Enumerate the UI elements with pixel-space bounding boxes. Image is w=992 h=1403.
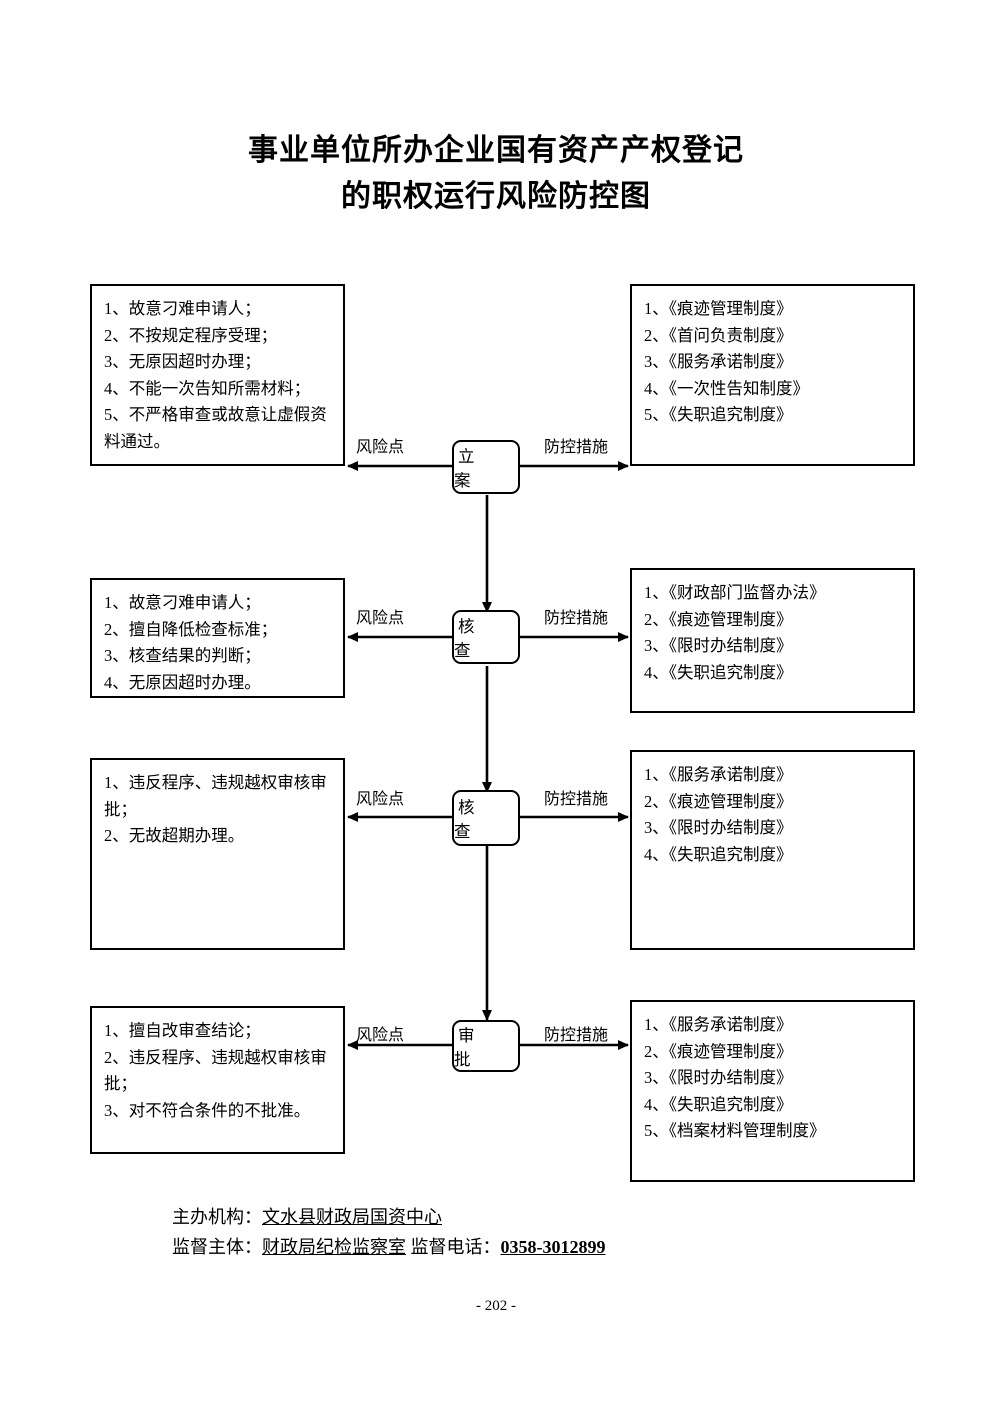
footer-supervisor-value: 财政局纪检监察室 — [262, 1237, 406, 1257]
title-line-1: 事业单位所办企业国有资产产权登记 — [248, 134, 744, 167]
connector-label-control-row-4: 防控措施 — [544, 1027, 609, 1044]
title-line-2: 的职权运行风险防控图 — [341, 180, 651, 213]
connector-label-risk-row-2: 风险点 — [356, 610, 405, 627]
footer-org-value: 文水县财政局国资中心 — [262, 1207, 442, 1227]
control-list-row-2: 1、《财政部门监督办法》 2、《痕迹管理制度》 3、《限时办结制度》 4、《失职… — [644, 583, 826, 682]
connector-label-risk-row-4: 风险点 — [356, 1027, 405, 1044]
page-title: 事业单位所办企业国有资产产权登记 的职权运行风险防控图 — [0, 128, 992, 220]
control-list-row-3: 1、《服务承诺制度》 2、《痕迹管理制度》 3、《限时办结制度》 4、《失职追究… — [644, 765, 793, 864]
control-box-row-3: 1、《服务承诺制度》 2、《痕迹管理制度》 3、《限时办结制度》 4、《失职追究… — [630, 750, 915, 950]
process-node-verification-1-label: 核 查 — [454, 617, 499, 660]
connector-label-risk-row-3: 风险点 — [356, 791, 405, 808]
footer-supervisor-row: 监督主体：财政局纪检监察室 监督电话：0358-3012899 — [172, 1232, 606, 1262]
connector-label-risk-row-1: 风险点 — [356, 439, 405, 456]
process-node-approval[interactable]: 审 批 — [452, 1020, 520, 1072]
footer-supervisor-label: 监督主体： — [172, 1237, 262, 1257]
risk-list-row-1: 1、故意刁难申请人； 2、不按规定程序受理； 3、无原因超时办理； 4、不能一次… — [104, 299, 327, 451]
connector-label-control-row-2: 防控措施 — [544, 610, 609, 627]
page-number: - 202 - — [476, 1298, 516, 1314]
footer-org-row: 主办机构：文水县财政局国资中心 — [172, 1202, 606, 1232]
risk-list-row-2: 1、故意刁难申请人； 2、擅自降低检查标准； 3、核查结果的判断； 4、无原因超… — [104, 593, 278, 692]
process-node-verification-1[interactable]: 核 查 — [452, 610, 520, 664]
risk-box-row-4: 1、擅自改审查结论； 2、违反程序、违规越权审核审批； 3、对不符合条件的不批准… — [90, 1006, 345, 1154]
process-node-filing-label: 立 案 — [454, 447, 499, 490]
footer-org-label: 主办机构： — [172, 1207, 262, 1227]
risk-box-row-3: 1、违反程序、违规越权审核审批； 2、无故超期办理。 — [90, 758, 345, 950]
control-list-row-1: 1、《痕迹管理制度》 2、《首问负责制度》 3、《服务承诺制度》 4、《一次性告… — [644, 299, 809, 424]
control-list-row-4: 1、《服务承诺制度》 2、《痕迹管理制度》 3、《限时办结制度》 4、《失职追究… — [644, 1015, 826, 1140]
process-node-verification-2[interactable]: 核 查 — [452, 790, 520, 846]
connector-label-control-row-1: 防控措施 — [544, 439, 609, 456]
process-node-filing[interactable]: 立 案 — [452, 440, 520, 494]
connector-label-control-row-3: 防控措施 — [544, 791, 609, 808]
control-box-row-1: 1、《痕迹管理制度》 2、《首问负责制度》 3、《服务承诺制度》 4、《一次性告… — [630, 284, 915, 466]
control-box-row-4: 1、《服务承诺制度》 2、《痕迹管理制度》 3、《限时办结制度》 4、《失职追究… — [630, 1000, 915, 1182]
control-box-row-2: 1、《财政部门监督办法》 2、《痕迹管理制度》 3、《限时办结制度》 4、《失职… — [630, 568, 915, 713]
risk-box-row-2: 1、故意刁难申请人； 2、擅自降低检查标准； 3、核查结果的判断； 4、无原因超… — [90, 578, 345, 698]
risk-list-row-3: 1、违反程序、违规越权审核审批； 2、无故超期办理。 — [104, 773, 327, 845]
process-node-verification-2-label: 核 查 — [454, 798, 499, 841]
risk-list-row-4: 1、擅自改审查结论； 2、违反程序、违规越权审核审批； 3、对不符合条件的不批准… — [104, 1021, 327, 1120]
process-node-approval-label: 审 批 — [454, 1026, 499, 1069]
footer-info: 主办机构：文水县财政局国资中心 监督主体：财政局纪检监察室 监督电话：0358-… — [172, 1202, 606, 1262]
risk-box-row-1: 1、故意刁难申请人； 2、不按规定程序受理； 3、无原因超时办理； 4、不能一次… — [90, 284, 345, 466]
footer-phone-value: 0358-3012899 — [500, 1237, 606, 1257]
footer-phone-label: 监督电话： — [410, 1237, 501, 1257]
